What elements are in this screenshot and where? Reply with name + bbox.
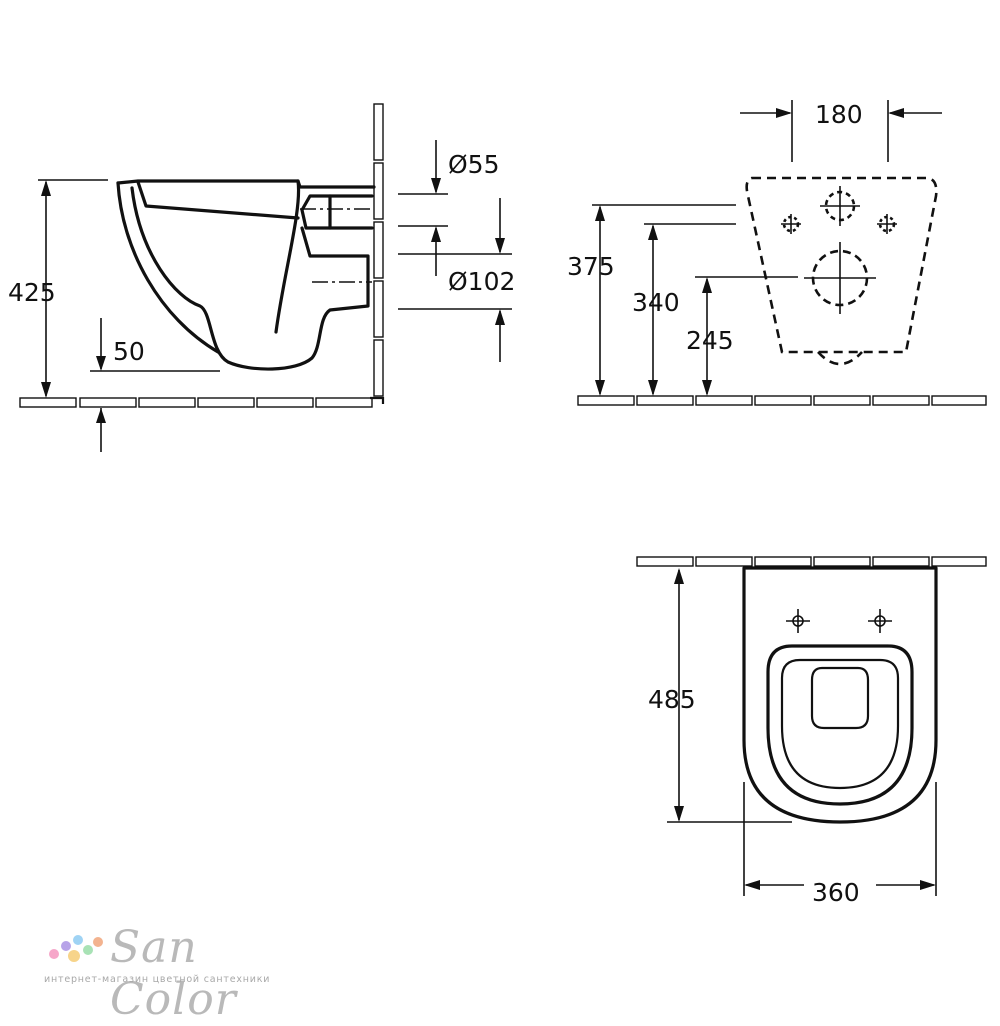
- brand-tagline: интернет-магазин цветной сантехники: [44, 974, 271, 985]
- rear-outline: [745, 176, 938, 354]
- top-bowl-opening: [810, 666, 870, 730]
- dim-50: 50: [90, 318, 220, 452]
- dim-label-340: 340: [632, 288, 680, 317]
- dim-label-diameter-102: Ø102: [448, 267, 515, 296]
- top-seat-inner: [780, 658, 900, 790]
- rear-bottom-lip: [817, 351, 863, 366]
- dim-diameter-102: Ø102: [398, 198, 515, 362]
- top-view: 485 360: [636, 556, 987, 907]
- top-seat-outer: [766, 644, 914, 806]
- rear-floor: [577, 395, 987, 406]
- dim-label-50: 50: [113, 337, 145, 366]
- side-view: 425 50 Ø55 Ø102: [8, 103, 515, 452]
- side-floor: [19, 397, 373, 408]
- toilet-dimension-drawing: 425 50 Ø55 Ø102: [8, 100, 987, 907]
- dim-375: 375: [567, 204, 736, 396]
- technical-drawing-page: 425 50 Ø55 Ø102: [8, 100, 987, 1025]
- dim-label-diameter-55: Ø55: [448, 150, 500, 179]
- dim-label-425: 425: [8, 278, 56, 307]
- side-wall: [370, 103, 385, 404]
- top-bowl-outline: [742, 566, 938, 824]
- brand-logo: San Color интернет-магазин цветной санте…: [44, 922, 304, 1025]
- dim-360: 360: [743, 782, 937, 907]
- dim-485: 485: [648, 568, 792, 823]
- dim-label-180: 180: [815, 100, 863, 129]
- rear-view: 180 375 340 245: [567, 100, 987, 406]
- dim-340: 340: [632, 223, 736, 396]
- dim-425: 425: [8, 179, 108, 398]
- dim-180: 180: [740, 100, 942, 162]
- dim-label-245: 245: [686, 326, 734, 355]
- top-wall: [636, 556, 987, 567]
- dim-label-485: 485: [648, 685, 696, 714]
- dim-label-375: 375: [567, 252, 615, 281]
- rear-mounting-holes: [781, 186, 897, 314]
- dim-label-360: 360: [812, 878, 860, 907]
- brand-logo-dots-icon: [49, 935, 103, 962]
- dim-diameter-55: Ø55: [398, 140, 500, 276]
- side-toilet-profile: [116, 179, 376, 371]
- dim-245: 245: [686, 276, 798, 396]
- top-hinge-marks: [786, 609, 892, 633]
